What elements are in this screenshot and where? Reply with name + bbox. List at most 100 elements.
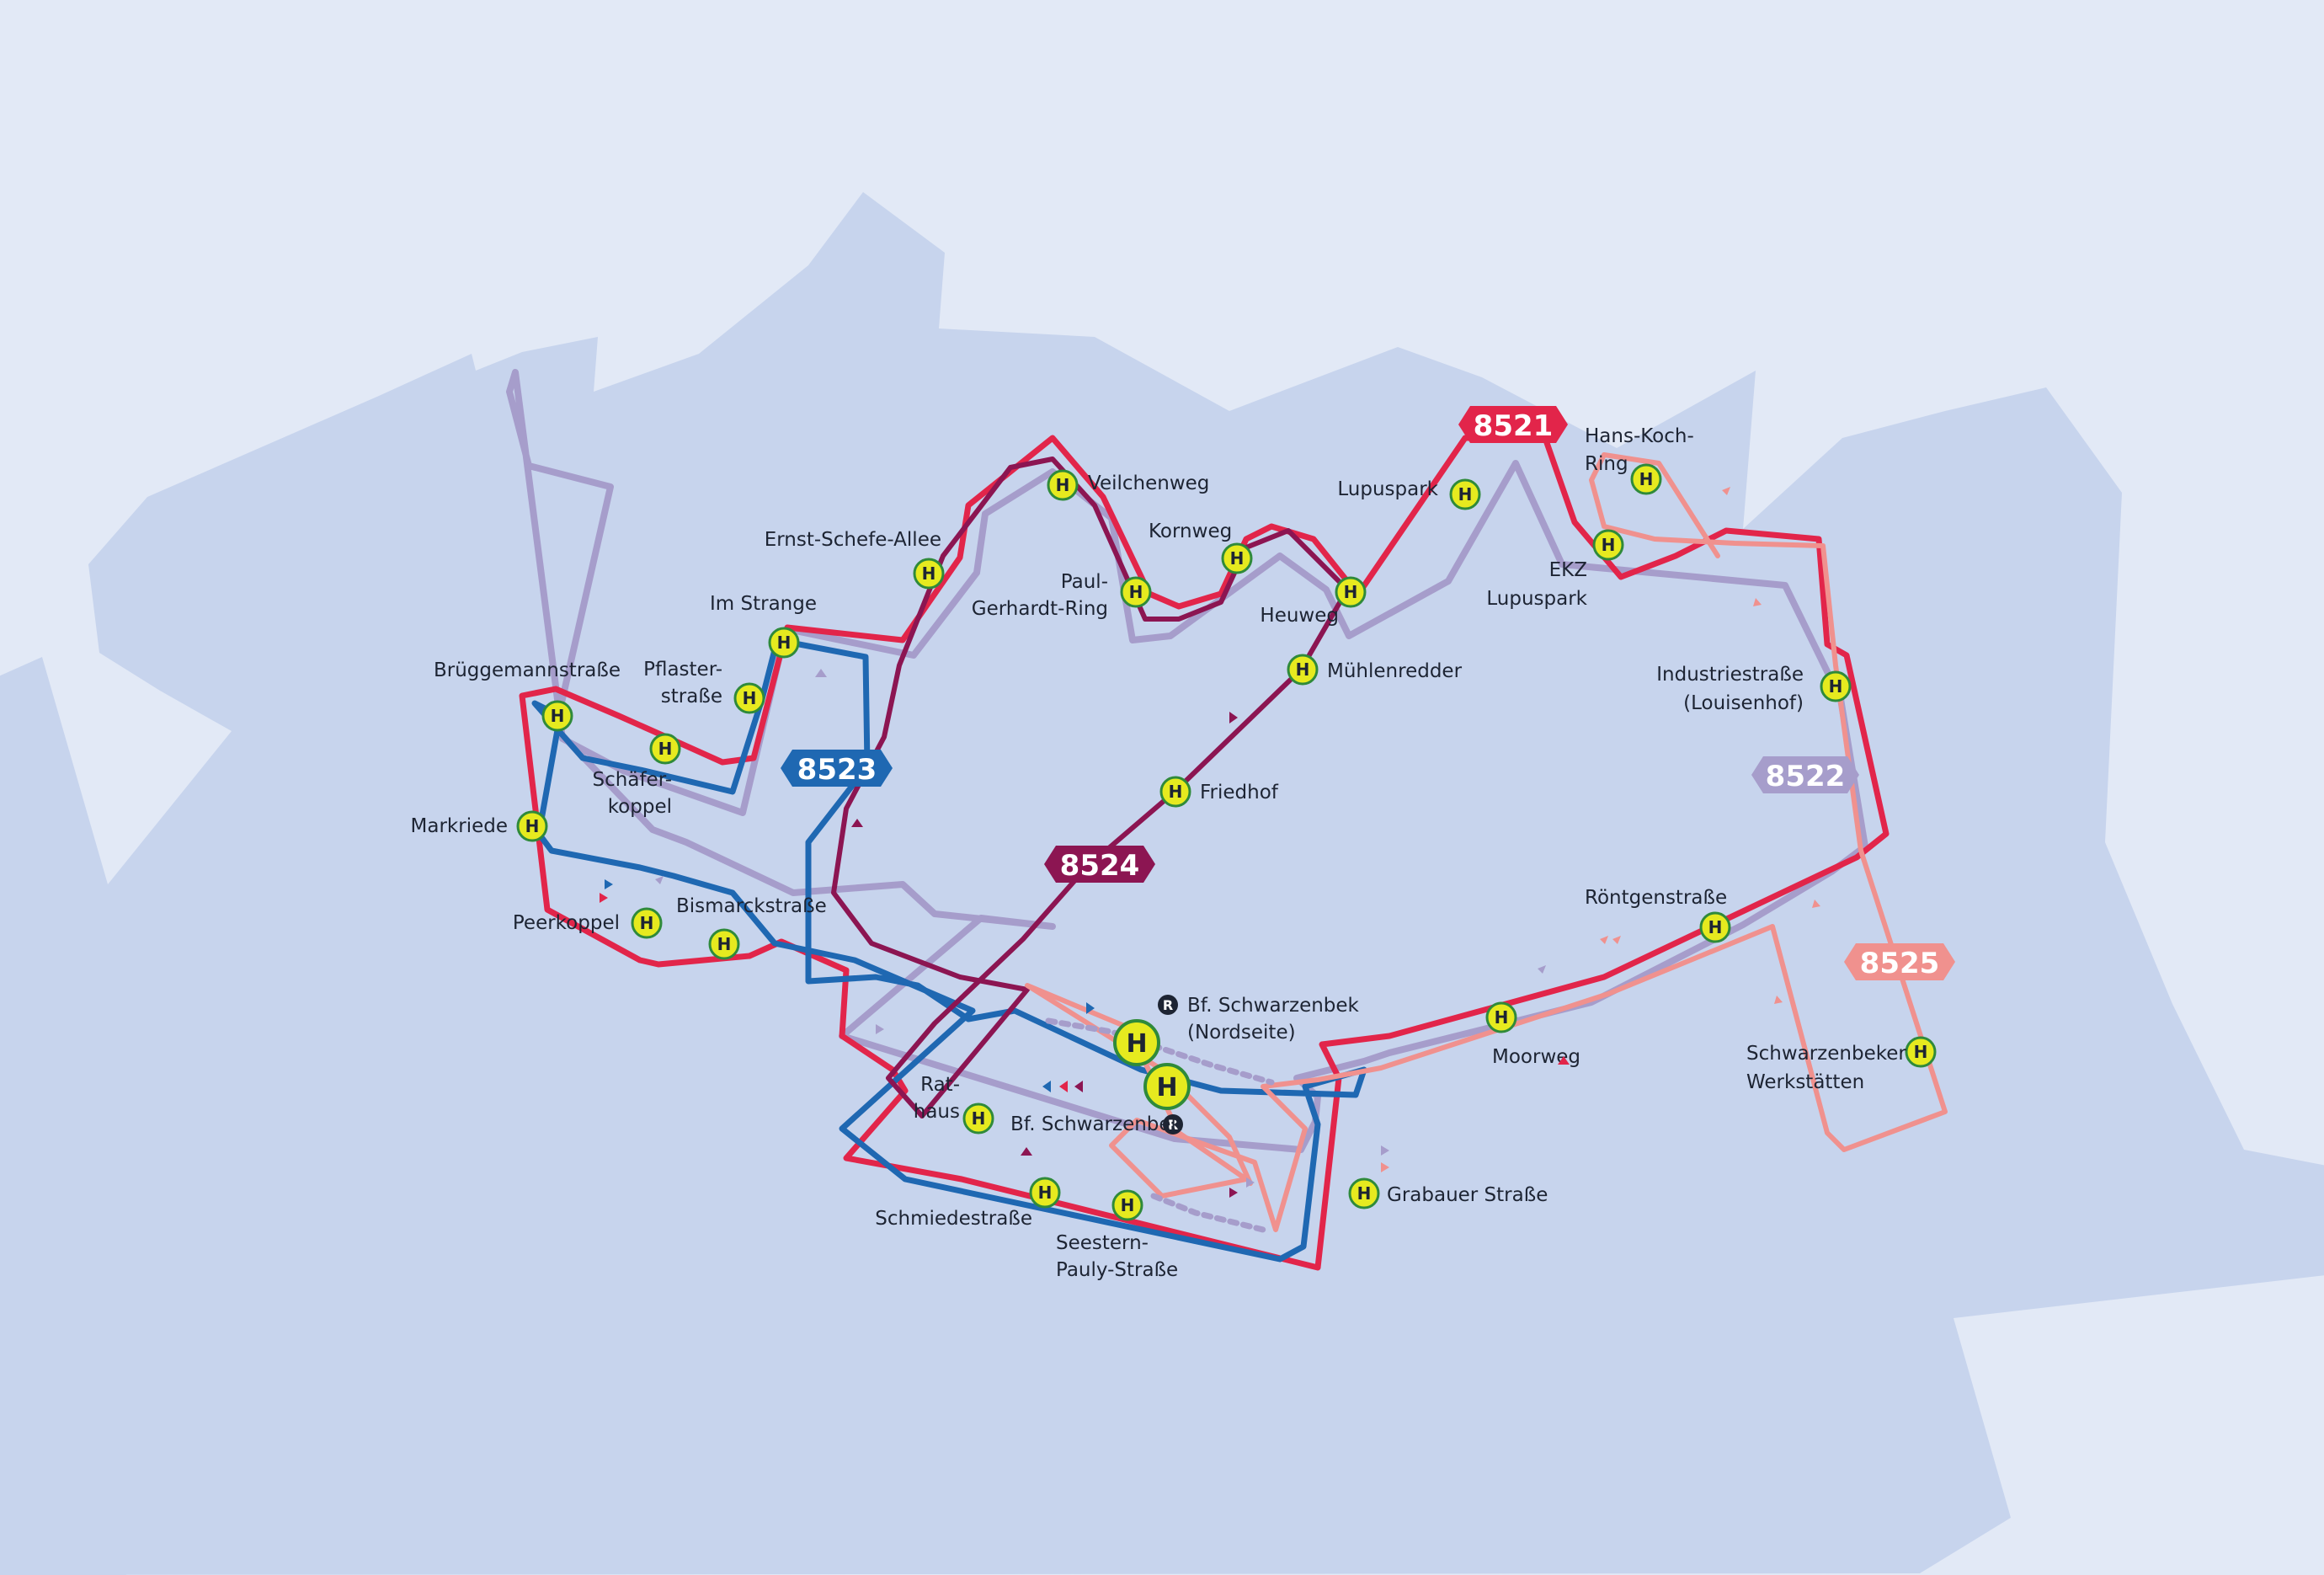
svg-text:H: H (743, 688, 757, 708)
badge-8525-label: 8525 (1860, 947, 1940, 980)
svg-text:H: H (1126, 1029, 1147, 1059)
stop-icon-veilchenweg[interactable]: H (1047, 469, 1079, 501)
town-area (0, 192, 2324, 1575)
stop-icon-paul-gerhardt-ring[interactable]: H (1120, 576, 1152, 608)
stop-icon-roentgenstrasse[interactable]: H (1699, 911, 1731, 943)
stop-icon-peerkoppel[interactable]: H (631, 907, 663, 939)
stop-icon-lupuspark[interactable]: H (1449, 478, 1481, 510)
svg-text:H: H (922, 563, 936, 584)
label-brueggemannstrasse: Brüggemannstraße (434, 659, 621, 681)
svg-text:H: H (1129, 582, 1143, 602)
rail-icon-bf: R (1163, 1114, 1183, 1135)
badge-8521[interactable]: 8521 (1458, 406, 1568, 443)
town-area-left (0, 1405, 126, 1575)
stop-icon-schmiedestrasse[interactable]: H (1029, 1177, 1061, 1209)
route-connector-dotted-2 (1150, 1193, 1266, 1233)
route-8523 (531, 637, 1367, 1263)
stop-icon-seestern-pauly[interactable]: H (1111, 1189, 1143, 1221)
stop-icon-kornweg[interactable]: H (1221, 542, 1253, 574)
label-im-strange: Im Strange (710, 593, 817, 615)
label-ekz-lupuspark-2: Lupuspark (1486, 588, 1587, 610)
svg-text:H: H (1038, 1183, 1053, 1203)
label-heuweg: Heuweg (1260, 605, 1339, 627)
label-paul-gerhardt-ring-1: Paul- (1061, 571, 1108, 593)
direction-arrows (600, 487, 1820, 1198)
stop-icon-bf-schwarzenbek[interactable]: H (1143, 1063, 1191, 1110)
svg-text:H: H (777, 633, 792, 653)
badge-8525[interactable]: 8525 (1844, 943, 1955, 980)
stop-icon-markriede[interactable]: H (516, 810, 548, 842)
stop-icon-brueggemannstrasse[interactable]: H (541, 700, 573, 732)
stop-icon-bf-schwarzenbek-nord[interactable]: H (1113, 1019, 1160, 1066)
svg-text:H: H (1602, 535, 1616, 555)
svg-text:H: H (1708, 917, 1723, 937)
label-moorweg: Moorweg (1492, 1046, 1580, 1068)
stop-icon-schwarzenbeker-werkstaetten[interactable]: H (1905, 1036, 1937, 1068)
svg-text:R: R (1163, 997, 1173, 1013)
svg-text:H: H (1169, 782, 1183, 802)
stop-icon-im-strange[interactable]: H (768, 627, 800, 659)
label-bf-nord-2: (Nordseite) (1187, 1022, 1296, 1044)
svg-text:H: H (1156, 1073, 1177, 1102)
badge-8522-label: 8522 (1766, 760, 1846, 793)
stop-icon-bismarckstrasse[interactable]: H (708, 928, 740, 960)
label-rathaus-2: haus (914, 1101, 960, 1123)
stop-icon-ernst-schefe-allee[interactable]: H (913, 558, 945, 590)
label-hans-koch-ring-2: Ring (1585, 453, 1628, 475)
label-bf-schwarzenbek: Bf. Schwarzenbek (1010, 1113, 1183, 1135)
badge-8524-label: 8524 (1060, 849, 1140, 883)
svg-text:H: H (1121, 1195, 1135, 1215)
label-ernst-schefe-allee: Ernst-Schefe-Allee (765, 529, 941, 551)
label-rathaus-1: Rat- (920, 1074, 960, 1096)
route-8524 (831, 456, 1350, 1119)
badge-8521-label: 8521 (1474, 409, 1554, 443)
svg-text:H: H (1344, 582, 1358, 602)
stop-icon-heuweg[interactable]: H (1335, 576, 1367, 608)
label-industriestrasse-2: (Louisenhof) (1683, 692, 1804, 714)
stop-icon-friedhof[interactable]: H (1159, 776, 1191, 808)
label-friedhof: Friedhof (1200, 782, 1279, 804)
stop-icon-ekz-lupuspark[interactable]: H (1592, 529, 1624, 561)
label-pflasterstrasse-2: straße (661, 686, 722, 707)
label-schmiedestrasse: Schmiedestraße (875, 1208, 1032, 1230)
svg-text:H: H (1458, 484, 1473, 505)
svg-text:H: H (1357, 1183, 1372, 1204)
stop-icon-pflasterstrasse[interactable]: H (733, 682, 765, 714)
stop-icon-hans-koch-ring[interactable]: H (1630, 463, 1662, 495)
stop-icon-rathaus[interactable]: H (962, 1102, 994, 1135)
svg-text:H: H (1639, 469, 1654, 489)
svg-text:H: H (1056, 475, 1070, 495)
stop-icon-muehlenredder[interactable]: H (1287, 654, 1319, 686)
stop-icon-moorweg[interactable]: H (1485, 1001, 1517, 1033)
label-schwarzenbeker-werkstaetten-2: Werkstätten (1746, 1071, 1864, 1093)
label-seestern-pauly-1: Seestern- (1056, 1232, 1149, 1254)
label-seestern-pauly-2: Pauly-Straße (1056, 1259, 1178, 1281)
label-bf-nord-1: Bf. Schwarzenbek (1187, 995, 1360, 1017)
route-8521 (519, 435, 1890, 1271)
badge-8524[interactable]: 8524 (1044, 846, 1155, 883)
badge-8523[interactable]: 8523 (781, 750, 893, 787)
rail-icon-nord: R (1158, 995, 1178, 1015)
svg-text:H: H (717, 934, 732, 954)
label-veilchenweg: Veilchenweg (1088, 472, 1209, 494)
svg-text:H: H (1914, 1042, 1928, 1062)
badge-8522[interactable]: 8522 (1751, 756, 1859, 793)
svg-text:R: R (1168, 1117, 1178, 1133)
label-muehlenredder: Mühlenredder (1327, 660, 1463, 682)
svg-text:H: H (1829, 676, 1843, 697)
label-kornweg: Kornweg (1149, 521, 1232, 542)
label-peerkoppel: Peerkoppel (513, 912, 620, 934)
svg-text:H: H (1296, 659, 1310, 680)
svg-text:H: H (551, 706, 565, 726)
svg-text:H: H (972, 1108, 986, 1129)
label-schaeferkoppel-2: koppel (608, 796, 672, 818)
label-bismarckstrasse: Bismarckstraße (676, 895, 827, 917)
label-schwarzenbeker-werkstaetten-1: Schwarzenbeker (1746, 1043, 1906, 1065)
label-grabauer-strasse: Grabauer Straße (1387, 1184, 1548, 1206)
stop-icon-schaeferkoppel[interactable]: H (649, 733, 681, 765)
stop-icon-industriestrasse[interactable]: H (1820, 670, 1852, 702)
svg-text:H: H (640, 913, 654, 933)
svg-text:H: H (658, 739, 673, 759)
stop-icon-grabauer-strasse[interactable]: H (1348, 1177, 1380, 1209)
label-markriede: Markriede (411, 815, 508, 837)
